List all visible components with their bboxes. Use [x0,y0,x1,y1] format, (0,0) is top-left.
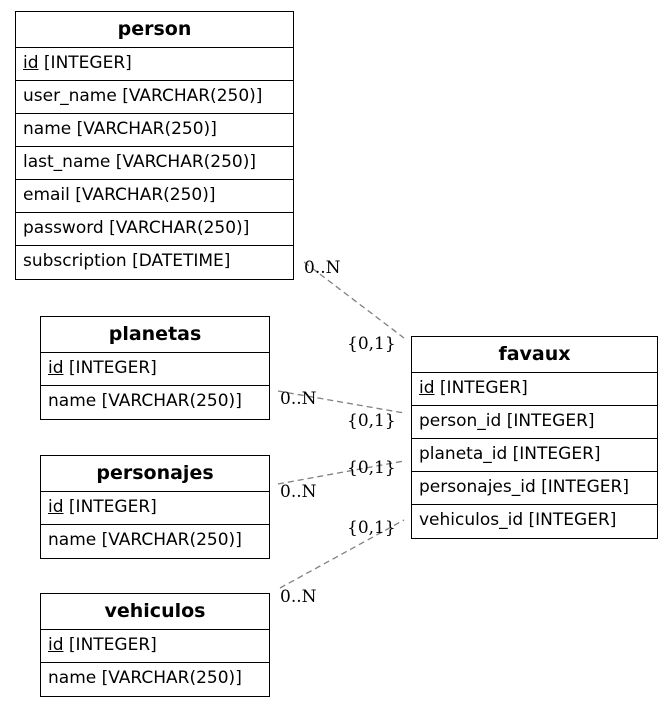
link-vehiculos-favaux [279,519,405,589]
entity-pk-row: id [INTEGER] [412,373,657,406]
cardinality-label: 0..N [304,258,341,278]
pk-name: id [48,358,64,378]
entity-title: vehiculos [41,594,269,630]
entity-field: vehiculos_id [INTEGER] [419,510,617,530]
pk-name: id [23,53,39,73]
entity-field: name [VARCHAR(250)] [48,530,242,550]
link-personajes-favaux [277,460,405,485]
entity-favaux[interactable]: favaux id [INTEGER] person_id [INTEGER] … [411,336,658,539]
cardinality-label: 0..N [280,587,317,607]
entity-field: personajes_id [INTEGER] [412,472,657,505]
entity-field: email [VARCHAR(250)] [16,180,293,213]
entity-title: planetas [41,317,269,353]
cardinality-label: {0,1} [347,411,396,431]
entity-pk-row: id [INTEGER] [41,492,269,525]
cardinality-label: {0,1} [347,458,396,478]
entity-field: password [VARCHAR(250)] [16,213,293,246]
entity-pk-row: id [INTEGER] [41,630,269,663]
pk-type: [INTEGER] [439,378,528,398]
pk-type: [INTEGER] [68,497,157,517]
entity-field: person_id [INTEGER] [412,406,657,439]
entity-field: planeta_id [INTEGER] [412,439,657,472]
entity-field: last_name [VARCHAR(250)] [16,147,293,180]
entity-title: favaux [412,337,657,373]
entity-title: personajes [41,456,269,492]
entity-field: user_name [VARCHAR(250)] [16,81,293,114]
entity-pk-row: id [INTEGER] [16,48,293,81]
link-planetas-favaux [277,390,405,414]
pk-type: [INTEGER] [68,358,157,378]
entity-field: subscription [DATETIME] [23,251,231,271]
link-person-favaux [303,261,405,339]
entity-personajes[interactable]: personajes id [INTEGER] name [VARCHAR(25… [40,455,270,559]
cardinality-label: 0..N [280,482,317,502]
entity-field: name [VARCHAR(250)] [48,391,242,411]
entity-person[interactable]: person id [INTEGER] user_name [VARCHAR(2… [15,11,294,280]
entity-title: person [16,12,293,48]
pk-type: [INTEGER] [68,635,157,655]
pk-name: id [419,378,435,398]
entity-planetas[interactable]: planetas id [INTEGER] name [VARCHAR(250)… [40,316,270,420]
entity-field: name [VARCHAR(250)] [16,114,293,147]
cardinality-label: 0..N [280,389,317,409]
entity-field: name [VARCHAR(250)] [48,668,242,688]
cardinality-label: {0,1} [347,334,396,354]
entity-vehiculos[interactable]: vehiculos id [INTEGER] name [VARCHAR(250… [40,593,270,697]
pk-name: id [48,635,64,655]
entity-pk-row: id [INTEGER] [41,353,269,386]
pk-type: [INTEGER] [43,53,132,73]
cardinality-label: {0,1} [347,518,396,538]
pk-name: id [48,497,64,517]
